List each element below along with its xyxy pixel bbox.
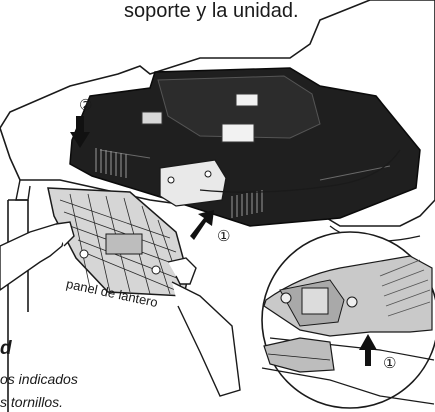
arrow-down-icon xyxy=(70,116,90,148)
caption-bottom-line2: s tornillos. xyxy=(0,394,64,410)
detail-zoom-circle xyxy=(261,231,435,409)
step-2-marker: ② xyxy=(79,97,93,114)
arrow-up-icon xyxy=(359,334,377,366)
caption-top: soporte y la unidad. xyxy=(124,0,299,22)
hands xyxy=(0,221,241,397)
step-1-marker-detail: ① xyxy=(383,355,397,372)
step-1-marker-base: ① xyxy=(217,228,231,245)
arrow-diagonal-icon xyxy=(190,210,214,240)
caption-bottom-heading: d xyxy=(0,338,12,359)
tv-rear-body xyxy=(69,67,421,227)
caption-bottom-line1: os indicados xyxy=(0,371,78,387)
